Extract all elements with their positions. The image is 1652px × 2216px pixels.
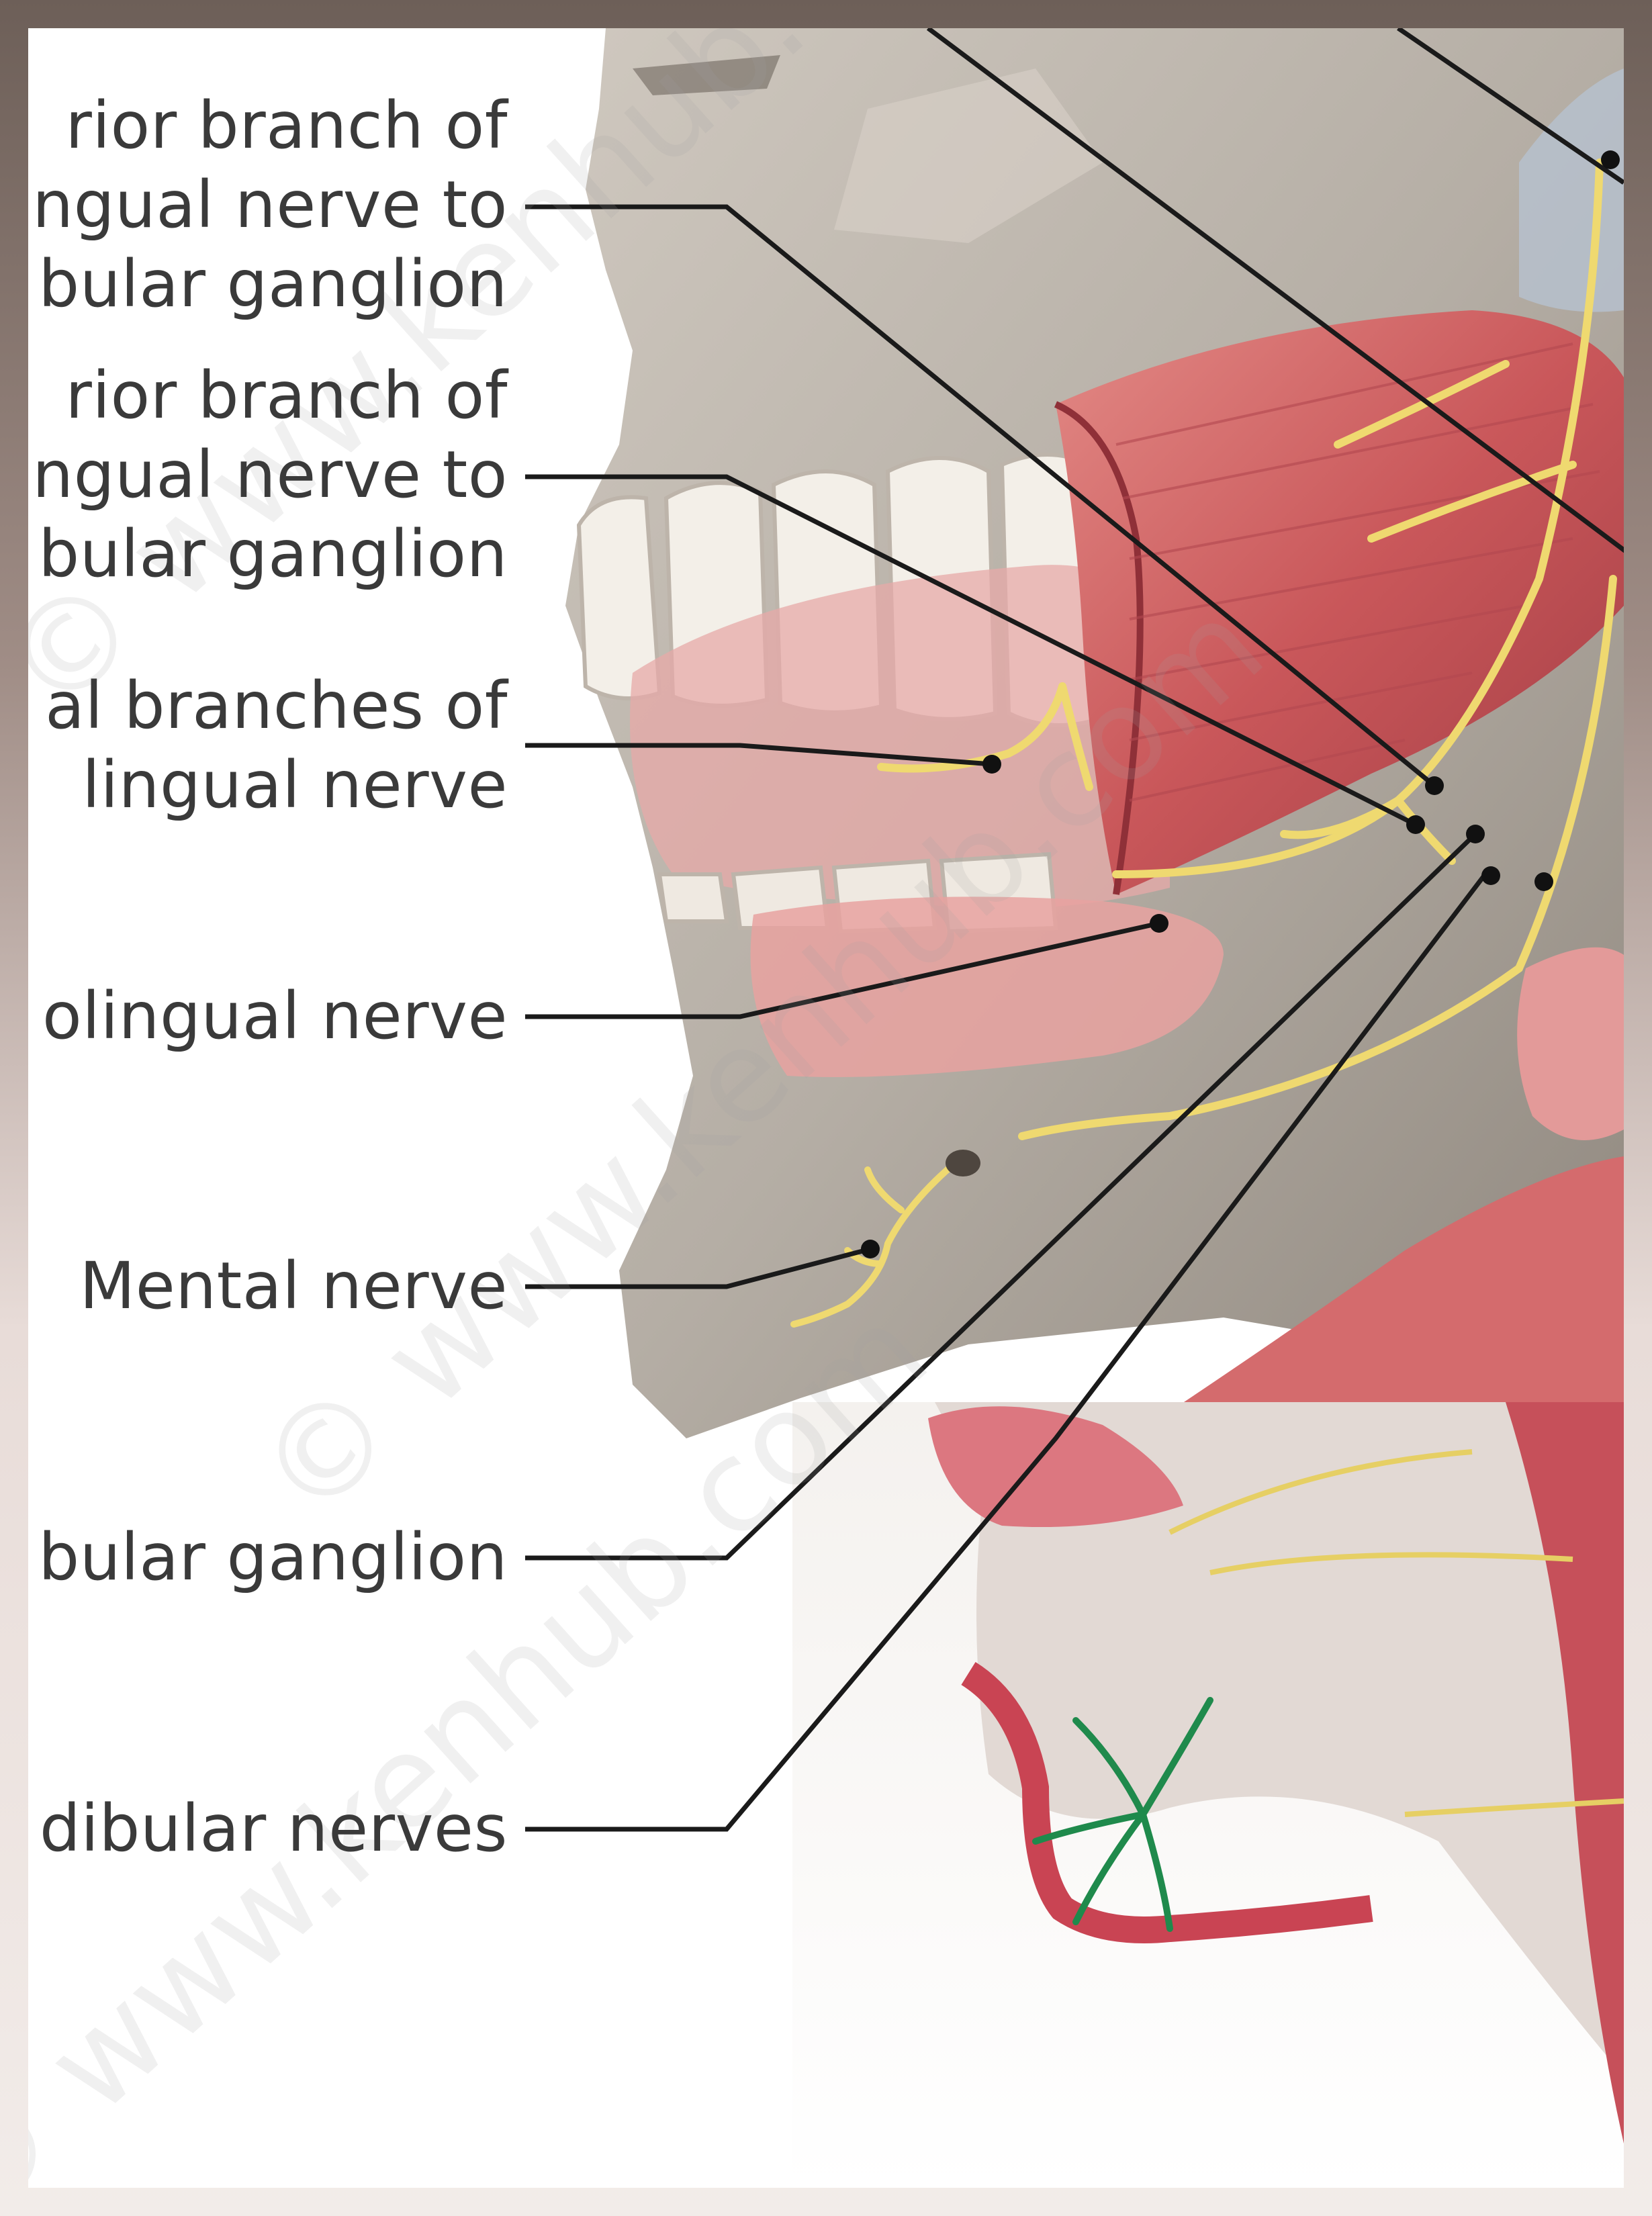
pointer-dot (1425, 776, 1444, 795)
inset-image (792, 1402, 1624, 2188)
leader-dots (861, 150, 1620, 1258)
lingual-nerve-branches (877, 158, 1617, 1140)
neck-muscles (1170, 1156, 1624, 1412)
pointer-dot (1481, 866, 1500, 885)
label-mental-nerve: Mental nerve (79, 1248, 508, 1324)
label-branch-to-ganglion-2: rior branch of ngual nerve to bular gang… (32, 358, 508, 592)
gingiva-and-lip (630, 565, 1170, 909)
mental-foramen (946, 1150, 980, 1176)
anatomy-figure-panel: © www.kenhub.com © www.kenhub.com © www.… (28, 28, 1624, 2188)
pointer-dot (1601, 150, 1620, 169)
pointer-dot (1534, 872, 1553, 891)
label-sublingual-nerve: olingual nerve (42, 978, 508, 1054)
pointer-dot (861, 1240, 880, 1258)
label-ganglion: bular ganglion (38, 1520, 508, 1595)
label-branch-to-ganglion-1: rior branch of ngual nerve to bular gang… (32, 88, 508, 322)
label-lingual-branches: al branches of lingual nerve (45, 668, 508, 823)
pointer-dot (1466, 825, 1485, 843)
pointer-dot (982, 755, 1001, 774)
anatomy-illustration (525, 28, 1624, 2188)
pterygoid-muscle (1054, 310, 1624, 895)
leader-lines (525, 28, 1624, 1832)
submandibular-gland (1517, 947, 1624, 1140)
pointer-dot (1406, 815, 1425, 834)
label-mandibular-nerves: dibular nerves (39, 1791, 508, 1866)
sublingual-gland (750, 896, 1224, 1077)
pointer-dot (1150, 914, 1168, 933)
